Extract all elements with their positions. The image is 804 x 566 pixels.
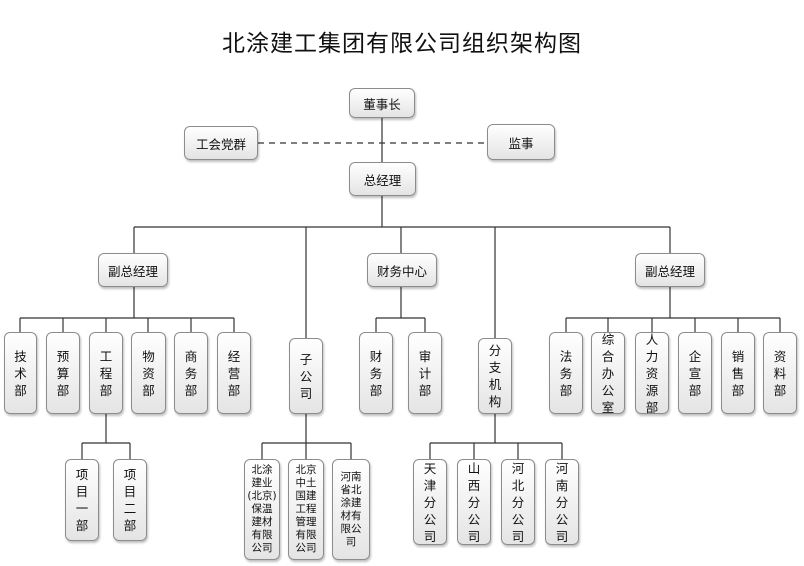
dept-legal-box: 法务部 <box>549 332 583 414</box>
dept-finance-box: 财务部 <box>359 332 393 414</box>
vp-right-box: 副总经理 <box>635 253 705 287</box>
dept-branch-box: 分支机构 <box>478 338 512 414</box>
vp-left-box: 副总经理 <box>98 253 168 287</box>
project-1-label: 项目一部 <box>75 467 89 533</box>
dept-subsidiary-label: 子公司 <box>299 351 313 401</box>
dept-sales-label: 销售部 <box>731 348 745 398</box>
branch-3-box: 河北分公司 <box>501 459 535 545</box>
party-box: 工会党群 <box>184 126 258 160</box>
branch-3-label: 河北分公司 <box>511 460 525 544</box>
subsidiary-1-box: 北涂建业(北京)保温建材有限公司 <box>244 459 280 560</box>
dept-archives-label: 资料部 <box>773 348 787 398</box>
subsidiary-1-label: 北涂建业(北京)保温建材有限公司 <box>247 464 277 554</box>
dept-business-label: 商务部 <box>184 348 198 398</box>
dept-budget-label: 预算部 <box>56 348 70 398</box>
dept-engineering-label: 工程部 <box>99 348 113 398</box>
dept-subsidiary-box: 子公司 <box>289 338 323 414</box>
dept-budget-box: 预算部 <box>46 332 80 414</box>
dept-publicity-box: 企宣部 <box>678 332 712 414</box>
dept-audit-box: 审计部 <box>408 332 442 414</box>
dept-hr-box: 人力资源部 <box>635 331 669 415</box>
dept-general-office-box: 综合办公室 <box>591 331 625 415</box>
dept-operations-box: 经营部 <box>217 332 251 414</box>
subsidiary-2-label: 北京中土国建工程管理有限公司 <box>295 464 317 554</box>
dept-publicity-label: 企宣部 <box>688 348 702 398</box>
finance-center-box: 财务中心 <box>367 253 437 287</box>
dept-audit-label: 审计部 <box>418 348 432 398</box>
branch-2-box: 山西分公司 <box>457 459 491 545</box>
branch-4-box: 河南分公司 <box>545 459 579 545</box>
project-1-box: 项目一部 <box>65 459 99 541</box>
dept-engineering-box: 工程部 <box>89 332 123 414</box>
subsidiary-2-box: 北京中土国建工程管理有限公司 <box>288 459 324 560</box>
project-2-box: 项目二部 <box>113 459 147 541</box>
branch-1-box: 天津分公司 <box>413 459 447 545</box>
dept-sales-box: 销售部 <box>721 332 755 414</box>
dept-business-box: 商务部 <box>174 332 208 414</box>
project-2-label: 项目二部 <box>123 467 137 533</box>
supervisor-box: 监事 <box>487 124 555 160</box>
branch-2-label: 山西分公司 <box>467 460 481 544</box>
dept-legal-label: 法务部 <box>559 348 573 398</box>
dept-operations-label: 经营部 <box>227 348 241 398</box>
branch-4-label: 河南分公司 <box>555 460 569 544</box>
dept-archives-box: 资料部 <box>763 332 797 414</box>
page-title: 北涂建工集团有限公司组织架构图 <box>222 31 582 57</box>
dept-general-office-label: 综合办公室 <box>601 331 615 415</box>
dept-tech-box: 技术部 <box>4 332 37 414</box>
dept-materials-label: 物资部 <box>142 348 155 398</box>
dept-hr-label: 人力资源部 <box>645 331 659 415</box>
dept-tech-label: 技术部 <box>14 348 27 398</box>
dept-branch-label: 分支机构 <box>488 343 502 409</box>
dept-finance-label: 财务部 <box>369 348 383 398</box>
subsidiary-3-box: 河南省北涂建材有限公司 <box>332 459 370 560</box>
subsidiary-3-label: 河南省北涂建材有限公司 <box>340 470 362 548</box>
gm-box: 总经理 <box>349 162 416 196</box>
chairman-box: 董事长 <box>349 88 415 118</box>
dept-materials-box: 物资部 <box>131 332 166 414</box>
branch-1-label: 天津分公司 <box>423 460 437 544</box>
